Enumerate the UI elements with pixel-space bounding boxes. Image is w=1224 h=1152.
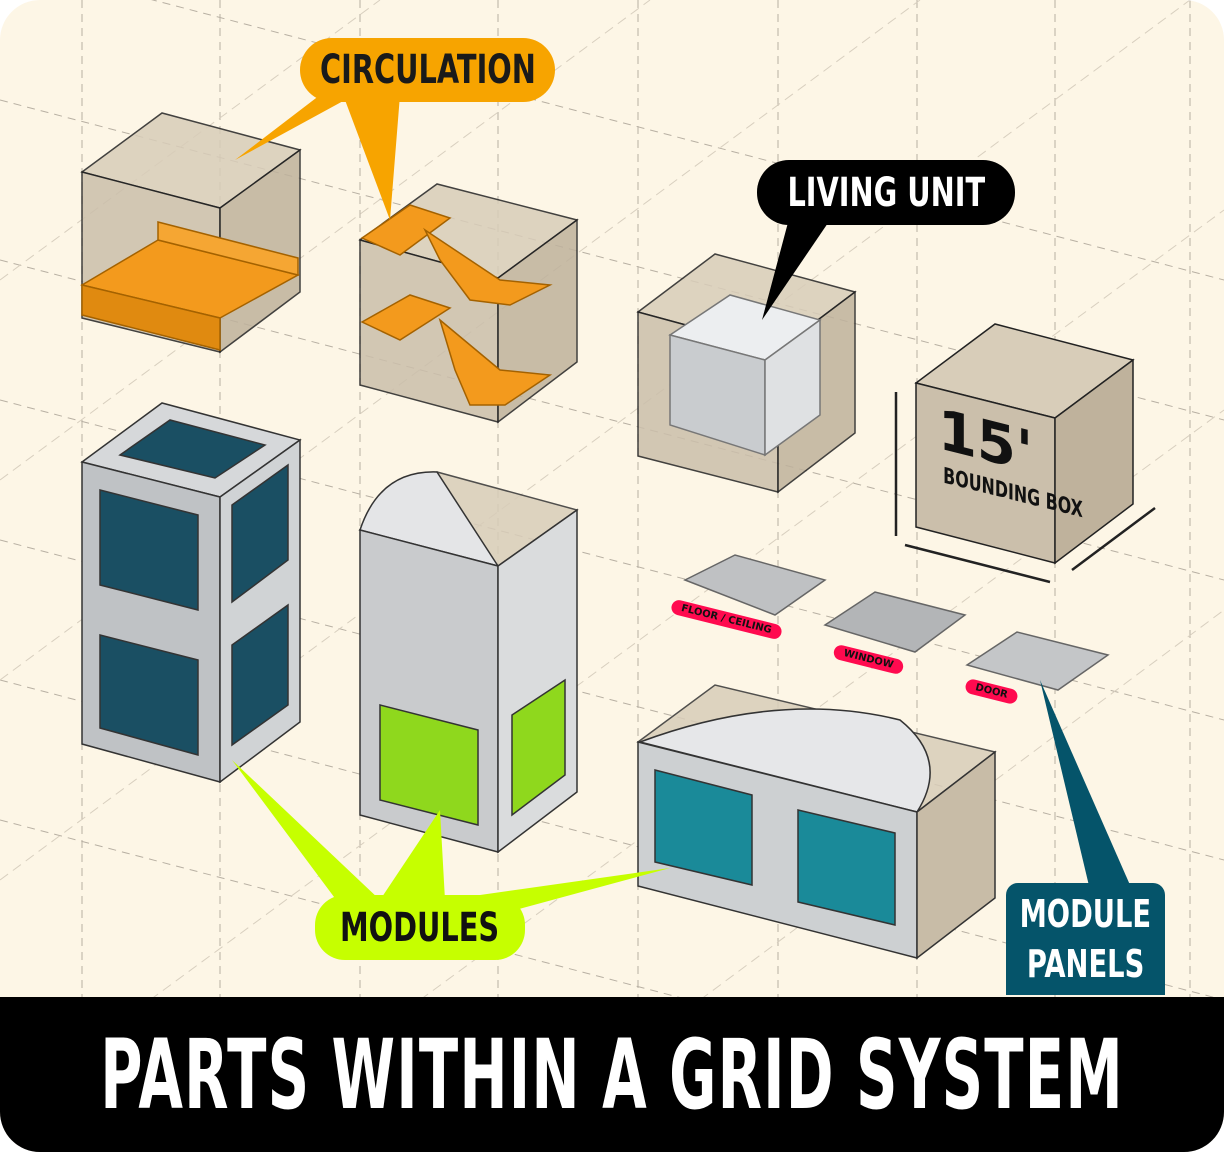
modules-pointer [232, 760, 670, 925]
modules-label: MODULES [315, 895, 525, 960]
module-tall [80, 402, 302, 784]
living-unit-box [636, 253, 857, 494]
circulation-text: CIRCULATION [319, 47, 536, 93]
circulation-label: CIRCULATION [300, 38, 555, 102]
module-panels-line1: MODULE [1019, 892, 1152, 936]
living-unit-pointer [762, 215, 830, 320]
modules-text: MODULES [340, 904, 500, 951]
title-text: PARTS WITHIN A GRID SYSTEM [100, 1018, 1124, 1131]
bounding-box [894, 323, 1156, 584]
title-banner: PARTS WITHIN A GRID SYSTEM [0, 997, 1224, 1152]
circulation-pointer [235, 95, 400, 220]
living-unit-text: LIVING UNIT [787, 169, 985, 216]
module-panels-line2: PANELS [1026, 942, 1145, 986]
module-panels [683, 554, 1110, 691]
living-unit-label: LIVING UNIT [757, 160, 1015, 225]
module-panels-pointer [1040, 680, 1130, 890]
module-wide [636, 684, 997, 960]
circulation-box-stairs [358, 183, 579, 424]
circulation-box-1 [80, 112, 302, 354]
module-panels-label: MODULE PANELS [1006, 883, 1165, 995]
module-arched [358, 471, 579, 854]
